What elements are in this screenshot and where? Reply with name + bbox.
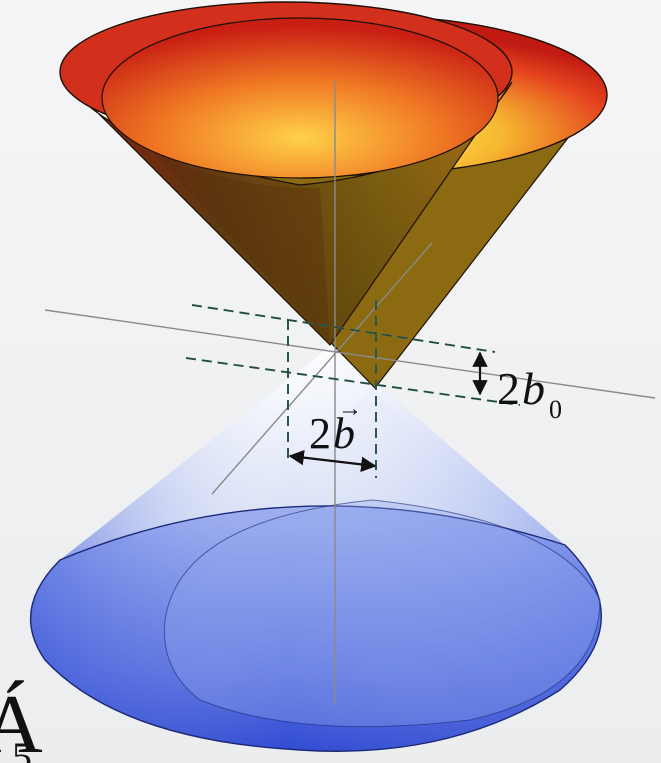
diagonal-axis — [211, 242, 433, 495]
label-2b0: 2 b 0 — [497, 363, 562, 424]
corner-partial-label: Á 5 — [0, 678, 43, 763]
label-2b0-subscript: 0 — [549, 395, 562, 424]
label-2bvec-arrow: → — [338, 396, 362, 422]
axes — [44, 80, 656, 705]
label-2bvec-coef: 2 — [309, 409, 331, 458]
horizontal-axis — [44, 309, 656, 399]
label-2b0-var: b — [522, 363, 545, 414]
label-2bvec-var: b — [333, 409, 355, 458]
upper-cone — [59, 1, 608, 389]
corner-glyph: Á — [0, 678, 43, 763]
label-2bvec: 2 b → — [309, 396, 362, 458]
lower-cone — [29, 345, 602, 752]
corner-subscript: 5 — [12, 734, 32, 763]
label-2b0-coef: 2 — [497, 363, 520, 414]
bvec-double-arrow — [288, 449, 377, 473]
